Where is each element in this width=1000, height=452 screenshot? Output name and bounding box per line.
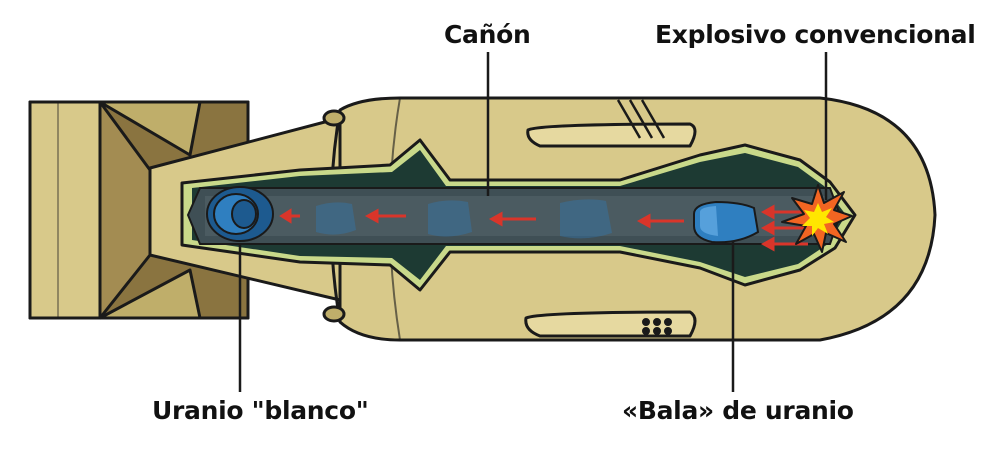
explosion-icon bbox=[781, 184, 853, 253]
tail-fin bbox=[28, 100, 250, 320]
label-uranium-bullet: «Bala» de uranio bbox=[622, 396, 854, 425]
label-explosive: Explosivo convencional bbox=[655, 20, 976, 49]
bullet-ghost-1 bbox=[316, 202, 356, 235]
bullet-trail bbox=[316, 199, 612, 239]
uranium-bullet-icon bbox=[693, 200, 760, 244]
label-uranium-target: Uranio "blanco" bbox=[152, 396, 369, 425]
bullet-ghost-2 bbox=[428, 200, 472, 237]
uranium-target-icon bbox=[206, 186, 274, 242]
leader-lines bbox=[238, 52, 828, 392]
bullet-ghost-3 bbox=[560, 199, 612, 239]
label-canon: Cañón bbox=[444, 20, 531, 49]
